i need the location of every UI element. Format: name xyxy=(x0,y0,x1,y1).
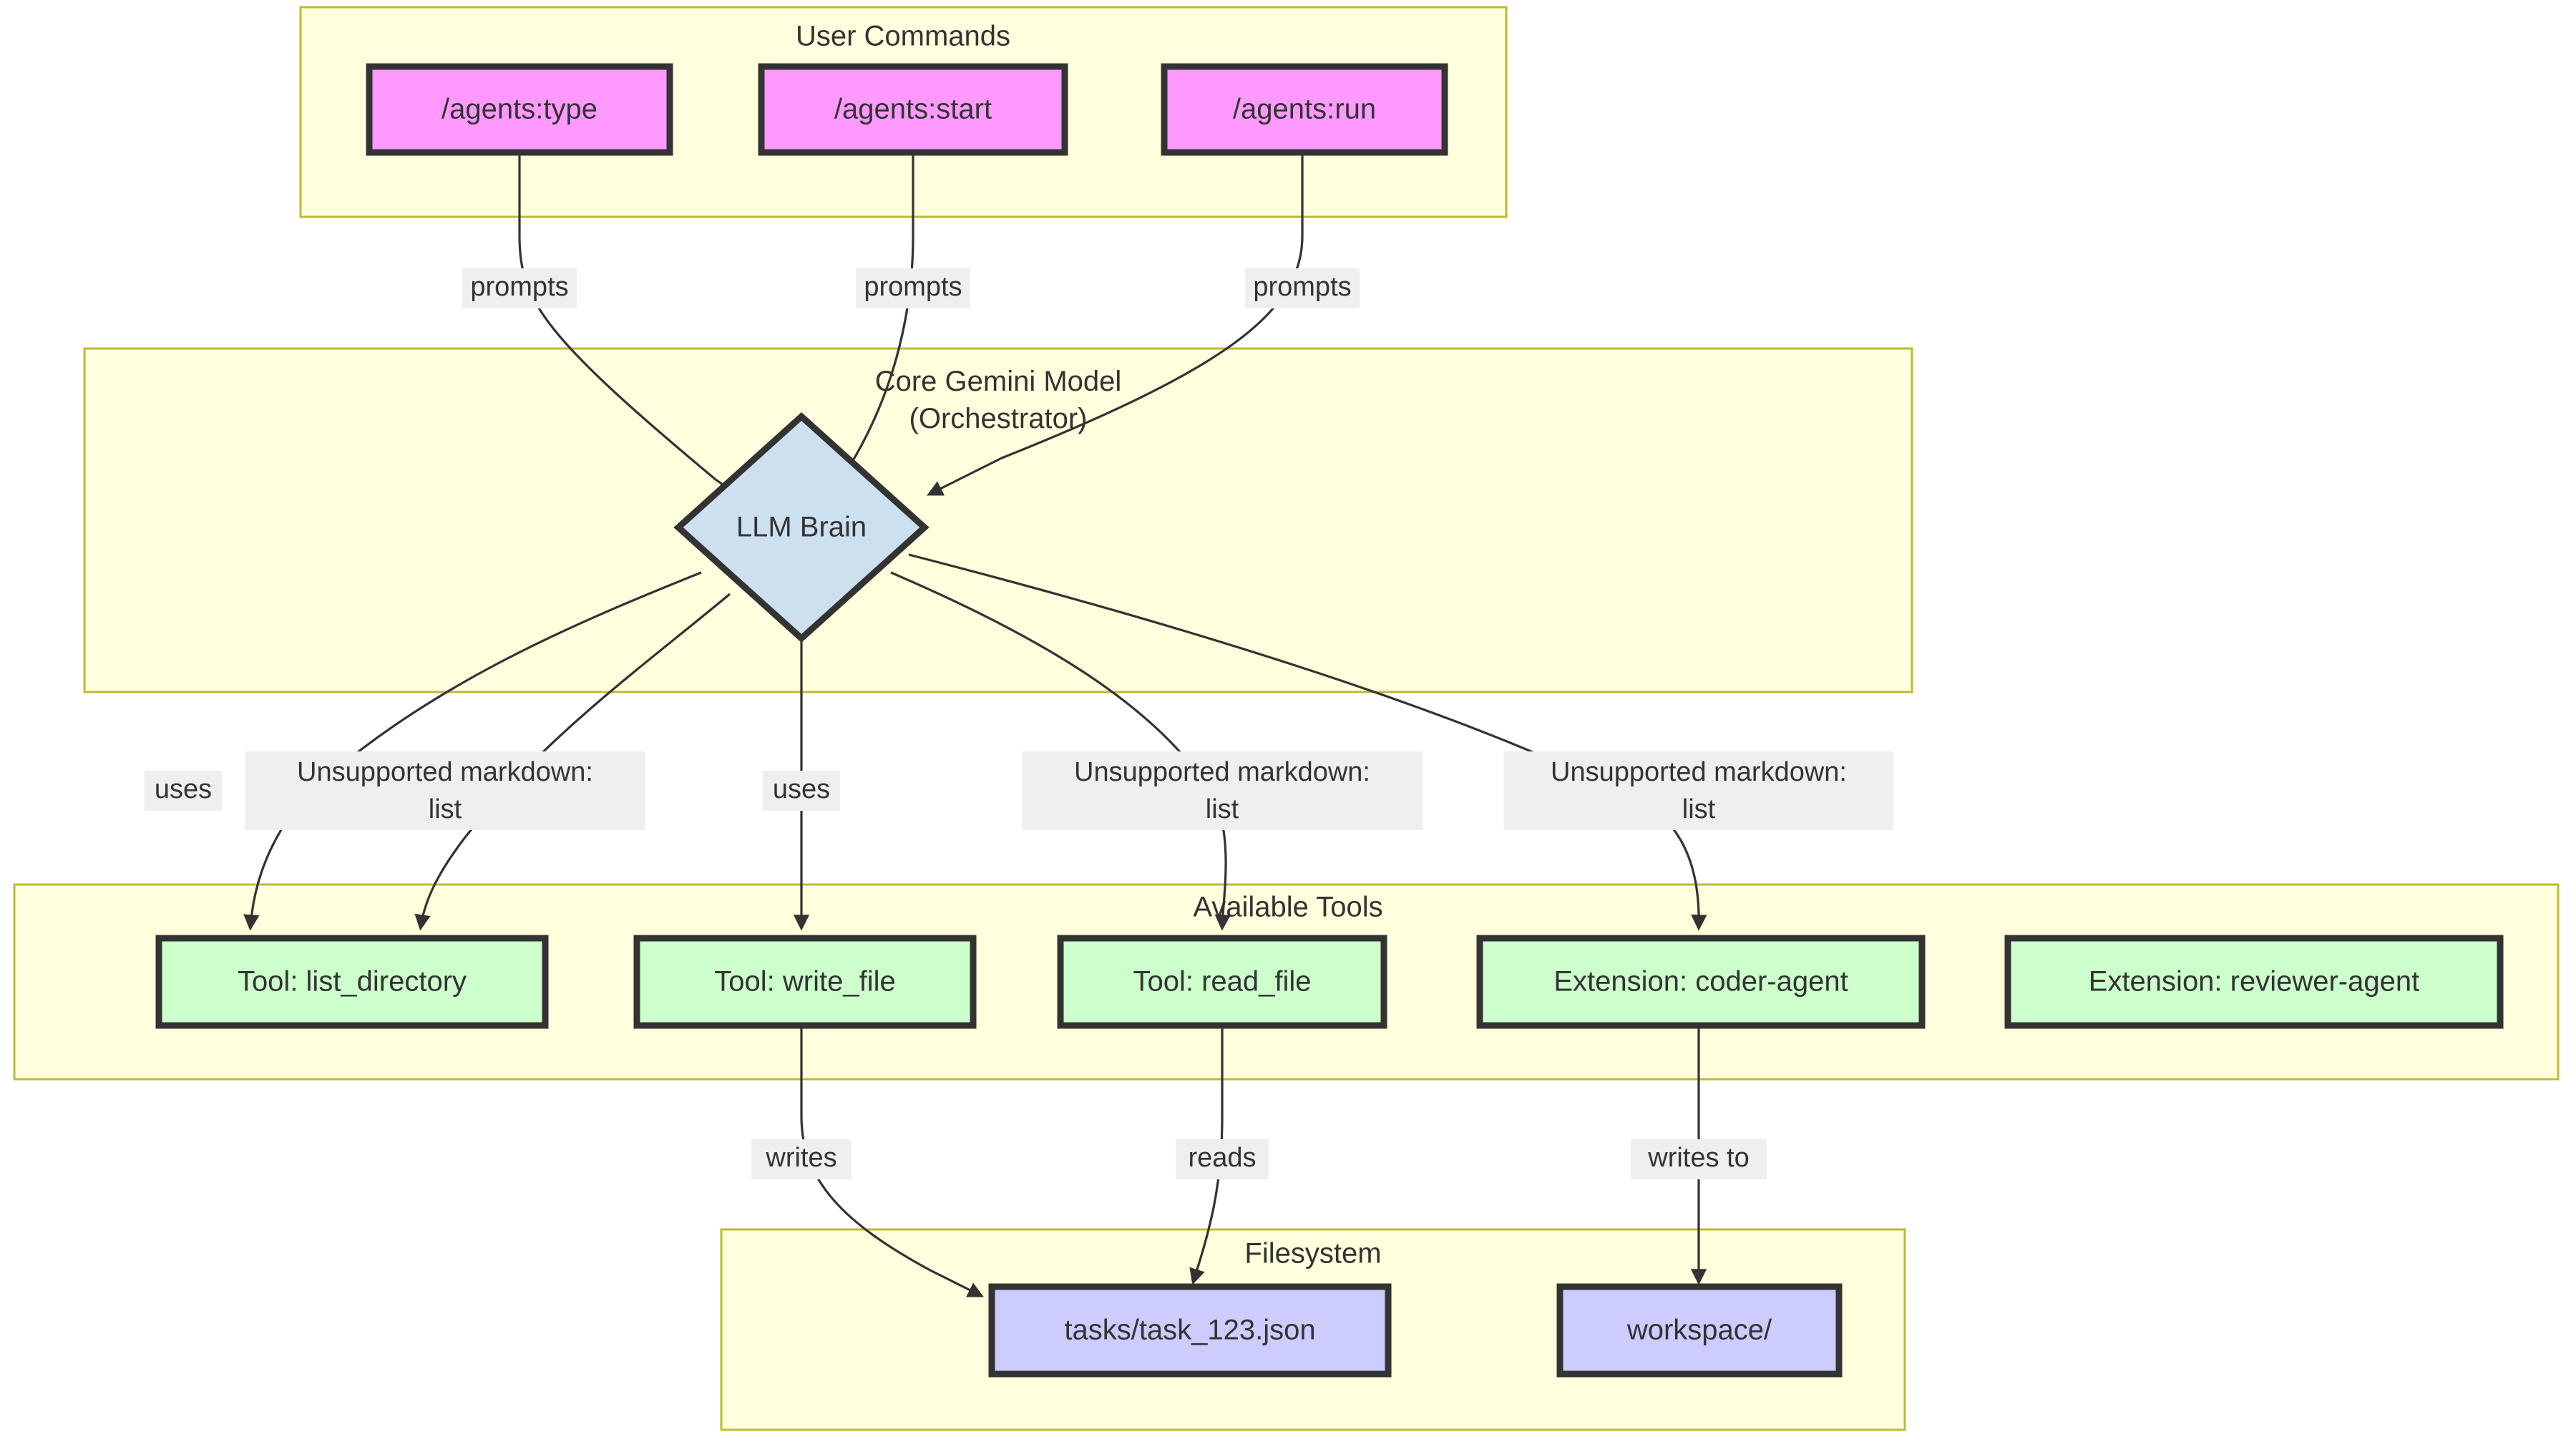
node-shape-rect[interactable] xyxy=(988,1283,1392,1378)
node-shape-rect[interactable] xyxy=(633,935,977,1029)
edge-e9 xyxy=(800,1025,985,1297)
node-label: tasks/task_123.json xyxy=(1064,1315,1315,1346)
edge-label-bg xyxy=(1176,1139,1269,1179)
node-label: LLM Brain xyxy=(736,512,867,543)
edge-e7 xyxy=(890,571,1231,931)
edge-label-text: prompts xyxy=(864,272,962,302)
edge-label-e11: writes to xyxy=(1631,1139,1767,1179)
edge-label-text: uses xyxy=(773,774,830,804)
edge-label-bg xyxy=(1503,751,1894,830)
edge-label-e3: prompts xyxy=(1245,268,1360,308)
edge-label-e4: uses xyxy=(145,771,222,811)
edge-label-bg xyxy=(763,771,840,811)
edge-label-e8: Unsupported markdown:list xyxy=(1503,751,1894,830)
edge-label-bg xyxy=(145,771,222,811)
node-label: Extension: reviewer-agent xyxy=(2089,966,2419,998)
edge-e1 xyxy=(518,152,755,507)
edge-label-bg xyxy=(245,751,645,830)
edge-label-text: writes xyxy=(765,1143,836,1173)
node-shape-rect[interactable] xyxy=(758,63,1068,156)
node-label: /agents:start xyxy=(834,94,992,125)
node-cmd_run[interactable]: /agents:run xyxy=(1161,63,1448,156)
node-tool_read[interactable]: Tool: read_file xyxy=(1057,935,1387,1029)
node-file_ws[interactable]: workspace/ xyxy=(1556,1283,1843,1378)
node-cmd_start[interactable]: /agents:start xyxy=(758,63,1068,156)
edge-e2 xyxy=(827,152,914,497)
edge-e4 xyxy=(243,571,702,931)
edge-e3 xyxy=(926,152,1304,496)
node-ext_review[interactable]: Extension: reviewer-agent xyxy=(2004,935,2504,1029)
edge-label-e7: Unsupported markdown:list xyxy=(1022,751,1423,830)
edge-label-e1: prompts xyxy=(462,268,577,308)
edge-label-text: Unsupported markdown:list xyxy=(1551,757,1847,824)
cluster-title: Filesystem xyxy=(1244,1238,1381,1270)
node-file_task[interactable]: tasks/task_123.json xyxy=(988,1283,1392,1378)
edge-label-bg xyxy=(462,268,577,308)
node-label: Extension: coder-agent xyxy=(1553,966,1848,998)
node-shape-rect[interactable] xyxy=(1556,1283,1843,1378)
node-label: Tool: read_file xyxy=(1133,966,1311,998)
edge-label-bg xyxy=(856,268,970,308)
edge-e8 xyxy=(908,553,1707,931)
node-ext_coder[interactable]: Extension: coder-agent xyxy=(1476,935,1926,1029)
node-tool_write[interactable]: Tool: write_file xyxy=(633,935,977,1029)
edge-label-text: uses xyxy=(155,774,212,804)
cluster-title: User Commands xyxy=(796,21,1010,52)
node-shape-rect[interactable] xyxy=(1057,935,1387,1029)
edge-label-bg xyxy=(751,1139,852,1179)
node-label: Tool: write_file xyxy=(714,966,895,998)
node-label: /agents:run xyxy=(1233,94,1376,125)
node-shape-rect[interactable] xyxy=(1161,63,1448,156)
edge-label-text: Unsupported markdown:list xyxy=(297,757,593,824)
edge-label-e2: prompts xyxy=(856,268,970,308)
node-label: workspace/ xyxy=(1626,1315,1772,1346)
edge-label-bg xyxy=(1022,751,1423,830)
edge-label-text: writes to xyxy=(1647,1143,1749,1173)
edge-labels-layer: prompts prompts prompts uses Unsupported mar… xyxy=(145,268,1894,1179)
edge-e10 xyxy=(1189,1025,1224,1285)
edge-label-bg xyxy=(1245,268,1360,308)
edge-label-e10: reads xyxy=(1176,1139,1269,1179)
node-llm_brain[interactable]: LLM Brain xyxy=(673,411,930,643)
node-shape-rect[interactable] xyxy=(2004,935,2504,1029)
edge-label-e5: Unsupported markdown:list xyxy=(245,751,645,830)
edge-label-bg xyxy=(1631,1139,1767,1179)
node-shape-rect[interactable] xyxy=(155,935,549,1029)
edge-label-text: reads xyxy=(1188,1143,1256,1173)
node-label: Tool: list_directory xyxy=(238,966,467,998)
node-shape-diamond[interactable] xyxy=(673,411,930,643)
cluster-core_model: Core Gemini Model(Orchestrator) xyxy=(83,347,1913,693)
edge-label-text: prompts xyxy=(1253,272,1351,302)
edge-label-text: prompts xyxy=(470,272,568,302)
nodes-layer: /agents:type/agents:start/agents:runLLM … xyxy=(155,63,2504,1378)
edge-label-text: Unsupported markdown:list xyxy=(1074,757,1370,824)
edge-label-e9: writes xyxy=(751,1139,852,1179)
node-label: /agents:type xyxy=(441,94,597,125)
node-cmd_type[interactable]: /agents:type xyxy=(366,63,673,156)
edge-label-e6: uses xyxy=(763,771,840,811)
node-shape-rect[interactable] xyxy=(1476,935,1926,1029)
node-shape-rect[interactable] xyxy=(366,63,673,156)
edges-layer xyxy=(243,152,1707,1297)
cluster-box xyxy=(83,347,1913,693)
node-tool_list[interactable]: Tool: list_directory xyxy=(155,935,549,1029)
cluster-title: Core Gemini Model(Orchestrator) xyxy=(875,366,1122,434)
